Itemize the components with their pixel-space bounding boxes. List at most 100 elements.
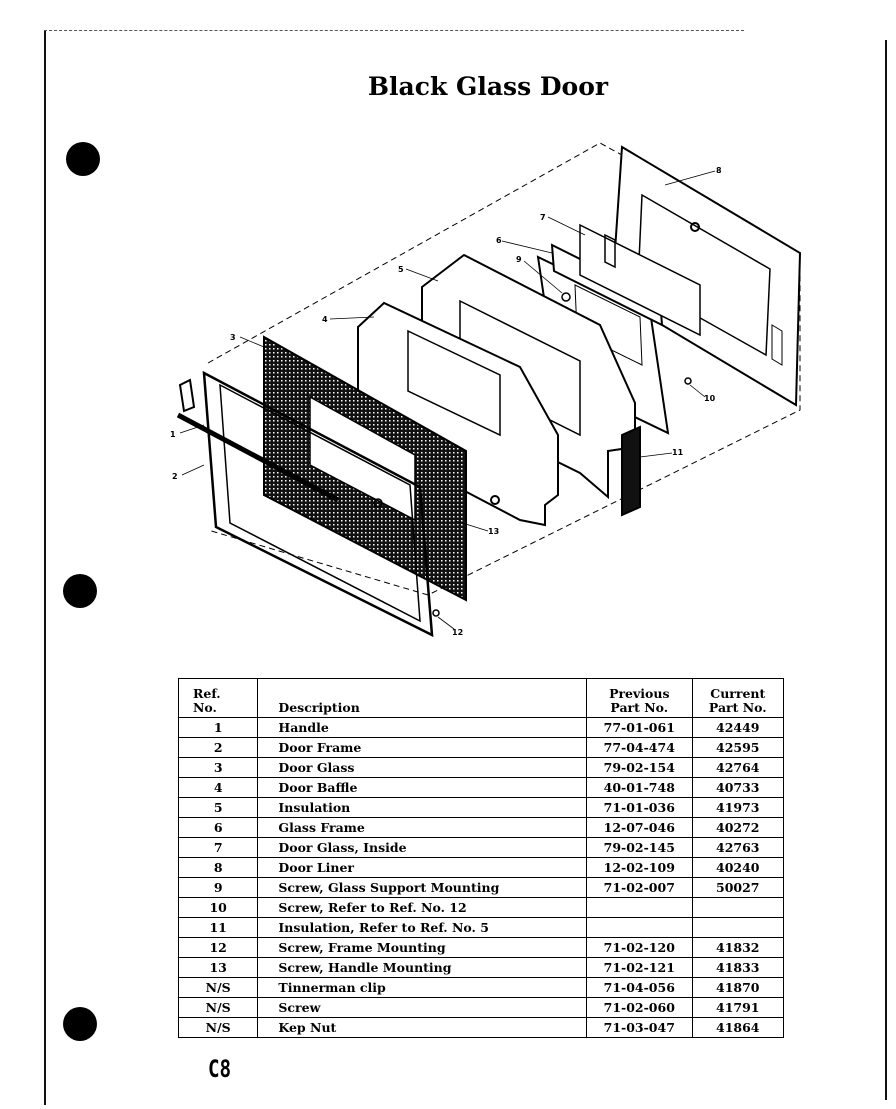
cell-ref: N/S <box>177 1017 259 1038</box>
cell-ref: 13 <box>177 957 259 978</box>
cell-description: Screw, Refer to Ref. No. 12 <box>257 897 588 918</box>
binder-hole-bottom <box>63 1007 97 1041</box>
header-description: Description <box>257 678 588 718</box>
cell-ref: 7 <box>177 837 259 858</box>
cell-ref: 3 <box>177 757 259 778</box>
page-code: C8 <box>208 1055 232 1083</box>
cell-description: Screw <box>257 997 588 1018</box>
cell-description: Door Liner <box>257 857 588 878</box>
callout-12: 12 <box>452 628 463 637</box>
callout-1: 1 <box>170 430 176 439</box>
binder-hole-middle <box>63 574 97 608</box>
table-row: 3 Door Glass 79-02-154 42764 <box>177 757 785 778</box>
table-row: 5 Insulation 71-01-036 41973 <box>177 797 785 818</box>
page-title: Black Glass Door <box>367 72 609 101</box>
cell-description: Door Baffle <box>257 777 588 798</box>
cell-ref: 9 <box>177 877 259 898</box>
cell-previous: 77-01-061 <box>586 717 693 738</box>
cell-description: Kep Nut <box>257 1017 588 1038</box>
callout-8: 8 <box>716 166 722 175</box>
cell-description: Insulation <box>257 797 588 818</box>
cell-description: Tinnerman clip <box>257 977 588 998</box>
table-row: 2 Door Frame 77-04-474 42595 <box>177 737 785 758</box>
cell-current: 40272 <box>691 817 785 838</box>
table-row: 9 Screw, Glass Support Mounting 71-02-00… <box>177 877 785 898</box>
part-3-door-glass <box>263 335 467 602</box>
cell-previous: 71-02-121 <box>586 957 693 978</box>
cell-current: 41864 <box>691 1017 785 1038</box>
table-row: 10 Screw, Refer to Ref. No. 12 <box>177 897 785 918</box>
cell-previous: 79-02-154 <box>586 757 693 778</box>
cell-current: 42595 <box>691 737 785 758</box>
cell-previous: 71-03-047 <box>586 1017 693 1038</box>
part-1-handle <box>176 378 340 503</box>
cell-current: 41833 <box>691 957 785 978</box>
callout-4: 4 <box>322 315 328 324</box>
cell-current: 41870 <box>691 977 785 998</box>
cell-description: Screw, Frame Mounting <box>257 937 588 958</box>
cell-description: Screw, Glass Support Mounting <box>257 877 588 898</box>
part-11-insulation-block <box>621 425 641 517</box>
cell-ref: 5 <box>177 797 259 818</box>
callout-11: 11 <box>672 448 684 457</box>
page-edge-left <box>44 30 46 1105</box>
table-row: N/S Screw 71-02-060 41791 <box>177 997 785 1018</box>
callout-9: 9 <box>516 255 522 264</box>
callout-3: 3 <box>230 333 236 342</box>
cell-current: 41973 <box>691 797 785 818</box>
table-row: 1 Handle 77-01-061 42449 <box>177 717 785 738</box>
table-row: 13 Screw, Handle Mounting 71-02-121 4183… <box>177 957 785 978</box>
cell-previous: 71-02-120 <box>586 937 693 958</box>
part-7-door-glass-inside <box>579 223 701 337</box>
table-row: N/S Kep Nut 71-03-047 41864 <box>177 1017 785 1038</box>
callout-5: 5 <box>398 265 404 274</box>
cell-description: Door Frame <box>257 737 588 758</box>
cell-previous: 79-02-145 <box>586 837 693 858</box>
page-edge-top <box>44 30 744 31</box>
cell-description: Screw, Handle Mounting <box>257 957 588 978</box>
cell-ref: N/S <box>177 997 259 1018</box>
cell-current <box>691 917 785 938</box>
cell-ref: 2 <box>177 737 259 758</box>
cell-description: Handle <box>257 717 588 738</box>
cell-current: 42449 <box>691 717 785 738</box>
cell-previous <box>586 897 693 918</box>
cell-description: Insulation, Refer to Ref. No. 5 <box>257 917 588 938</box>
cell-previous: 40-01-748 <box>586 777 693 798</box>
cell-current: 50027 <box>691 877 785 898</box>
cell-previous: 71-04-056 <box>586 977 693 998</box>
cell-current: 41832 <box>691 937 785 958</box>
callout-10: 10 <box>704 394 716 403</box>
cell-previous: 71-01-036 <box>586 797 693 818</box>
cell-description: Door Glass, Inside <box>257 837 588 858</box>
callout-13: 13 <box>488 527 499 536</box>
cell-current: 42764 <box>691 757 785 778</box>
table-row: 12 Screw, Frame Mounting 71-02-120 41832 <box>177 937 785 958</box>
cell-current: 40733 <box>691 777 785 798</box>
cell-previous: 12-02-109 <box>586 857 693 878</box>
table-row: 11 Insulation, Refer to Ref. No. 5 <box>177 917 785 938</box>
exploded-door-diagram: 1 2 3 4 5 6 7 8 9 10 11 12 13 <box>170 142 802 638</box>
callout-2: 2 <box>172 472 178 481</box>
cell-ref: 11 <box>177 917 259 938</box>
cell-previous: 77-04-474 <box>586 737 693 758</box>
table-row: 4 Door Baffle 40-01-748 40733 <box>177 777 785 798</box>
table-row: 6 Glass Frame 12-07-046 40272 <box>177 817 785 838</box>
binder-hole-top <box>66 142 100 176</box>
part-2-door-frame <box>202 370 434 638</box>
cell-ref: 12 <box>177 937 259 958</box>
part-10-screw <box>684 377 692 385</box>
part-13-screw <box>373 498 383 508</box>
cell-current: 41791 <box>691 997 785 1018</box>
cell-ref: N/S <box>177 977 259 998</box>
callout-7: 7 <box>540 213 546 222</box>
cell-previous <box>586 917 693 938</box>
cell-ref: 4 <box>177 777 259 798</box>
page-edge-right <box>885 40 887 1100</box>
table-row: 7 Door Glass, Inside 79-02-145 42763 <box>177 837 785 858</box>
cell-ref: 8 <box>177 857 259 878</box>
